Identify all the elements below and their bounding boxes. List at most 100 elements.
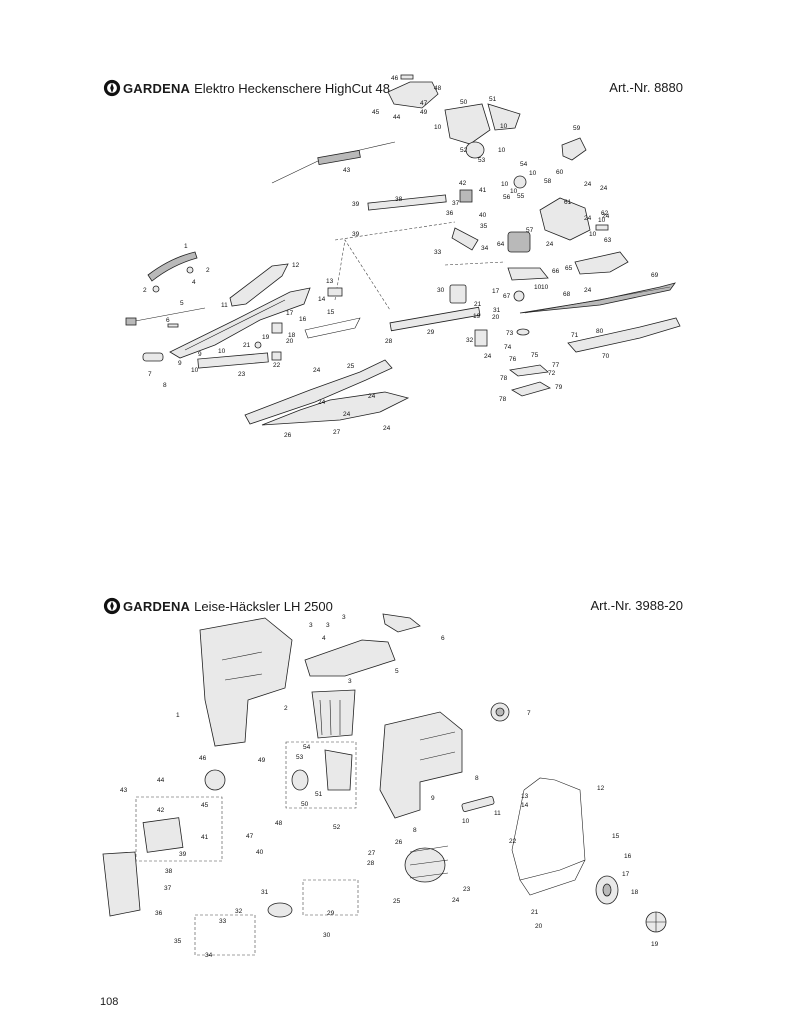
svg-text:39: 39: [352, 201, 360, 208]
svg-text:50: 50: [301, 801, 309, 808]
part-basket-2: 2: [284, 689, 356, 739]
svg-text:34: 34: [481, 245, 489, 252]
article-number: Art.-Nr. 8880: [609, 80, 683, 95]
svg-text:4: 4: [192, 279, 196, 286]
svg-text:10: 10: [462, 818, 470, 825]
svg-text:24: 24: [584, 181, 592, 188]
part-knob-7: 7: [490, 702, 531, 722]
svg-text:10: 10: [534, 284, 542, 291]
svg-text:80: 80: [596, 328, 604, 335]
svg-text:7: 7: [148, 371, 152, 378]
brand-logo: GARDENA Leise-Häcksler LH 2500: [103, 597, 333, 615]
svg-text:21: 21: [243, 342, 251, 349]
svg-text:56: 56: [503, 194, 511, 201]
svg-text:17: 17: [622, 871, 630, 878]
svg-text:1: 1: [176, 712, 180, 719]
svg-text:69: 69: [651, 272, 659, 279]
svg-text:1: 1: [184, 243, 188, 250]
svg-text:10: 10: [589, 231, 597, 238]
svg-text:52: 52: [333, 824, 341, 831]
svg-text:27: 27: [333, 429, 341, 436]
part-upper-housing: 46 48 47 49 45 44 10 50 51 10 52 10 53 5…: [372, 74, 537, 234]
part-gear-box: 64 66 10 10 67 65 24: [497, 231, 629, 302]
svg-text:67: 67: [503, 293, 511, 300]
svg-text:10: 10: [510, 188, 518, 195]
article-number: Art.-Nr. 3988-20: [590, 598, 684, 613]
svg-text:27: 27: [368, 850, 376, 857]
svg-text:31: 31: [493, 307, 501, 314]
part-flap-37: 36 37 38: [102, 851, 173, 917]
gardena-logo-icon: [103, 79, 121, 97]
svg-text:2: 2: [284, 705, 288, 712]
part-shaft-10: 10 11: [461, 796, 501, 825]
svg-text:62: 62: [601, 210, 609, 217]
svg-text:6: 6: [166, 317, 170, 324]
part-motor-housing-9: 8 9 8: [379, 711, 479, 834]
svg-text:3: 3: [309, 622, 313, 629]
part-gear-group: 30 21 17 31 19 20 32 24 33 34 35 36 37 4…: [434, 180, 501, 360]
svg-text:79: 79: [555, 384, 563, 391]
svg-text:35: 35: [480, 223, 488, 230]
svg-text:78: 78: [499, 396, 507, 403]
gardena-logo-icon: [103, 597, 121, 615]
svg-text:73: 73: [506, 330, 514, 337]
svg-text:71: 71: [571, 332, 579, 339]
svg-text:51: 51: [489, 96, 497, 103]
svg-text:28: 28: [367, 860, 375, 867]
svg-text:36: 36: [446, 210, 454, 217]
svg-text:24: 24: [313, 367, 321, 374]
svg-text:19: 19: [473, 313, 481, 320]
svg-text:40: 40: [479, 212, 487, 219]
svg-text:46: 46: [391, 75, 399, 82]
svg-text:15: 15: [327, 309, 335, 316]
svg-text:10: 10: [500, 123, 508, 130]
svg-text:53: 53: [478, 157, 486, 164]
svg-text:26: 26: [284, 432, 292, 439]
svg-text:32: 32: [235, 908, 243, 915]
page-number: 108: [100, 996, 119, 1008]
svg-text:24: 24: [584, 287, 592, 294]
svg-text:60: 60: [556, 169, 564, 176]
brand-name: GARDENA: [123, 80, 191, 96]
svg-text:9: 9: [431, 795, 435, 802]
svg-text:5: 5: [395, 668, 399, 675]
svg-text:21: 21: [474, 301, 482, 308]
part-handle-cover-12: 12: [229, 262, 300, 307]
svg-text:3: 3: [348, 678, 352, 685]
svg-text:10: 10: [598, 217, 606, 224]
svg-text:14: 14: [318, 296, 326, 303]
part-wheel-17: [595, 875, 619, 905]
svg-text:24: 24: [368, 393, 376, 400]
part-shaft-group: 50 51 52 53 54: [285, 741, 357, 831]
svg-text:12: 12: [597, 785, 605, 792]
svg-text:42: 42: [157, 807, 165, 814]
svg-text:44: 44: [393, 114, 401, 121]
sheet2-header: GARDENA Leise-Häcksler LH 2500 Art.-Nr. …: [103, 595, 683, 617]
part-frame-12: 12 13 14 15 16 17 18 22 21 20: [509, 777, 639, 930]
svg-text:10: 10: [434, 124, 442, 131]
svg-text:8: 8: [413, 827, 417, 834]
svg-text:10: 10: [541, 284, 549, 291]
hedge-trimmer-exploded-view: 43 38 39 39 1 2 2 4 12 11 5 6 7 8: [125, 74, 681, 439]
part-blade-68: 68 69 80 71: [519, 272, 676, 339]
svg-text:65: 65: [565, 265, 573, 272]
svg-text:52: 52: [460, 147, 468, 154]
svg-text:35: 35: [174, 938, 182, 945]
svg-text:24: 24: [584, 215, 592, 222]
svg-text:38: 38: [395, 196, 403, 203]
svg-text:11: 11: [494, 810, 501, 817]
svg-text:59: 59: [573, 125, 581, 132]
svg-text:24: 24: [600, 185, 608, 192]
svg-text:11: 11: [221, 302, 228, 309]
svg-text:22: 22: [273, 362, 281, 369]
part-switch-group: 13 14 15 16 17 18 19 20: [262, 278, 361, 345]
svg-text:37: 37: [164, 885, 172, 892]
svg-text:2: 2: [206, 267, 210, 274]
svg-text:21: 21: [531, 909, 539, 916]
svg-text:28: 28: [385, 338, 393, 345]
svg-text:54: 54: [520, 161, 528, 168]
svg-text:16: 16: [299, 316, 307, 323]
svg-text:30: 30: [323, 932, 331, 939]
part-tube-38: 38 39 39: [352, 194, 447, 238]
part-housing-11: 11: [169, 287, 311, 359]
